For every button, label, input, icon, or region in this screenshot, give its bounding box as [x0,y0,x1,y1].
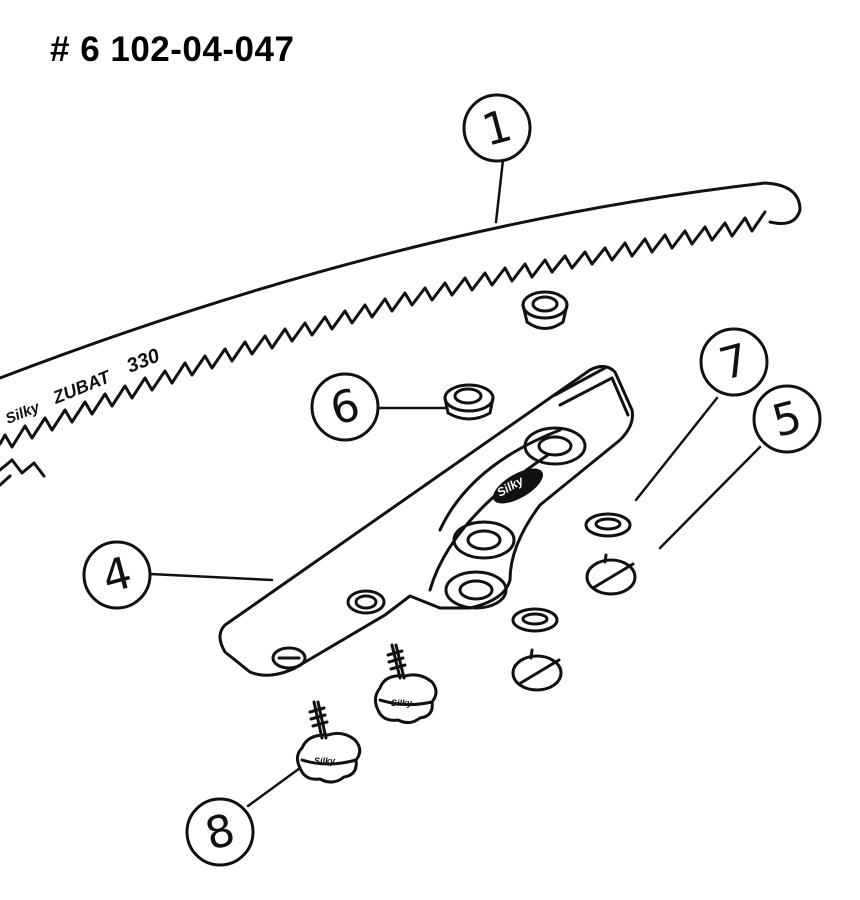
saw-blade [0,181,802,487]
washer-part-7 [511,512,632,633]
callout-8-circle [185,797,255,867]
washer-part-6 [443,383,495,421]
part-number-title: # 6 102-04-047 [50,30,295,69]
callout-7-circle [699,327,769,397]
callout-8-label: 8 [200,804,240,861]
callout-6-label: 6 [325,379,365,436]
callout-1-label: 1 [477,100,517,157]
callout-5-label: 5 [767,391,807,448]
callout-circles [82,93,822,867]
callout-5-circle [752,384,822,454]
blade-bushing [521,290,569,330]
blade-brand-text: Silky [3,399,42,428]
blade-model-text: ZUBAT [49,366,115,408]
callout-numbers: 1 4 5 6 7 8 [97,100,807,861]
callout-7-label: 7 [714,334,754,391]
blade-holder [218,365,634,677]
callout-1-circle [462,93,532,163]
knob-brand-text-1: Silky [391,698,413,708]
blade-size-text: 330 [124,345,163,378]
leader-lines [148,158,762,808]
knob-marking: Silky Silky [314,698,413,766]
knob-part-8 [295,643,438,784]
callout-4-circle [82,540,152,610]
knob-brand-text-2: Silky [314,756,336,766]
callout-6-circle [310,372,380,442]
screw-part-5 [511,553,637,692]
callout-4-label: 4 [97,547,137,604]
holder-marking: Silky [493,468,543,504]
